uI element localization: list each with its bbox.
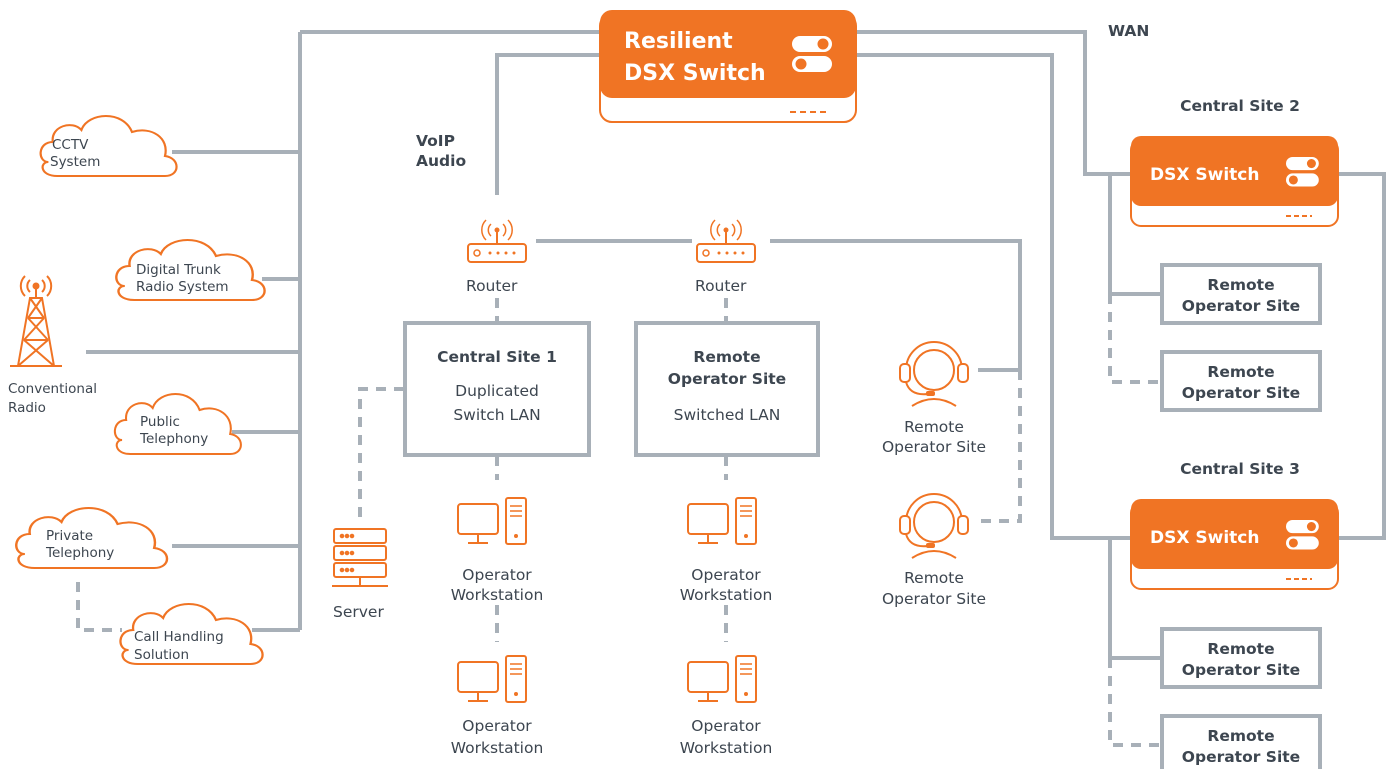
voip-label-line1: VoIP xyxy=(416,132,455,150)
remote-box-3-line2: Operator Site xyxy=(1182,661,1300,679)
resilient-switch-line1: Resilient xyxy=(624,29,733,54)
private-tel-line1: Private xyxy=(46,528,93,544)
dashed-links xyxy=(76,294,1162,747)
workstation-4: Operator Workstation xyxy=(680,655,773,757)
workstation-3-line2: Workstation xyxy=(680,586,773,604)
remote-box-2-line2: Operator Site xyxy=(1182,384,1300,402)
router-2-label: Router xyxy=(695,277,747,295)
router-icon xyxy=(467,219,527,263)
router-2: Router xyxy=(695,219,756,295)
workstation-2-line1: Operator xyxy=(462,717,532,735)
remote-operator-1: Remote Operator Site xyxy=(882,341,986,456)
workstation-3-line1: Operator xyxy=(691,566,761,584)
wan-label: WAN xyxy=(1108,22,1149,40)
remote-box-1-line2: Operator Site xyxy=(1182,297,1300,315)
remote-site-lan-title1: Remote xyxy=(693,348,760,366)
source-private-telephony: Private Telephony xyxy=(15,506,169,570)
server-label: Server xyxy=(333,603,384,621)
workstation-1-line2: Workstation xyxy=(451,586,544,604)
remote-site-lan-box: Remote Operator Site Switched LAN xyxy=(634,321,820,457)
resilient-dsx-switch: Resilient DSX Switch xyxy=(599,10,857,123)
workstation-icon xyxy=(457,497,527,545)
source-digital-trunk: Digital Trunk Radio System xyxy=(115,238,266,302)
dsx-switch-site-3: DSX Switch xyxy=(1130,499,1339,590)
router-1-label: Router xyxy=(466,277,518,295)
remote-box-4-line1: Remote xyxy=(1207,727,1274,745)
source-cctv: CCTV System xyxy=(39,114,178,178)
remote-operator-box-2: Remote Operator Site xyxy=(1160,350,1322,412)
remote-box-1-line1: Remote xyxy=(1207,276,1274,294)
digital-trunk-line1: Digital Trunk xyxy=(136,262,221,278)
router-1: Router xyxy=(466,219,527,295)
workstation-icon xyxy=(457,655,527,703)
remote-operator-1-line2: Operator Site xyxy=(882,438,986,456)
server-icon xyxy=(332,528,388,587)
remote-operator-2-line1: Remote xyxy=(904,569,964,587)
headset-icon xyxy=(899,493,969,559)
central-site-1-line2: Switch LAN xyxy=(453,406,540,424)
headset-icon xyxy=(899,341,969,407)
central-site-1-line1: Duplicated xyxy=(455,382,539,400)
central-site-1-title: Central Site 1 xyxy=(437,348,557,366)
central-site-2-label: Central Site 2 xyxy=(1180,97,1300,115)
remote-operator-box-3: Remote Operator Site xyxy=(1160,627,1322,689)
remote-box-2-line1: Remote xyxy=(1207,363,1274,381)
workstation-icon xyxy=(687,655,757,703)
cctv-line1: CCTV xyxy=(52,137,89,153)
remote-operator-2-line2: Operator Site xyxy=(882,590,986,608)
workstation-3: Operator Workstation xyxy=(680,497,773,604)
conventional-line1: Conventional xyxy=(8,381,97,397)
remote-operator-1-line1: Remote xyxy=(904,418,964,436)
resilient-switch-line2: DSX Switch xyxy=(624,61,766,86)
dsx-switch-2-label: DSX Switch xyxy=(1150,165,1259,185)
remote-box-3-line1: Remote xyxy=(1207,640,1274,658)
source-public-telephony: Public Telephony xyxy=(113,392,242,456)
remote-site-lan-line1: Switched LAN xyxy=(674,406,781,424)
workstation-icon xyxy=(687,497,757,545)
conventional-line2: Radio xyxy=(8,400,46,416)
remote-operator-box-4: Remote Operator Site xyxy=(1160,714,1322,769)
source-conventional-radio: Conventional Radio xyxy=(8,275,97,416)
digital-trunk-line2: Radio System xyxy=(136,279,229,295)
remote-operator-2: Remote Operator Site xyxy=(882,493,986,608)
dsx-switch-3-label: DSX Switch xyxy=(1150,528,1259,548)
call-handling-line1: Call Handling xyxy=(134,629,224,645)
remote-box-4-line2: Operator Site xyxy=(1182,748,1300,766)
cctv-line2: System xyxy=(50,154,100,170)
workstation-2-line2: Workstation xyxy=(451,739,544,757)
workstation-4-line1: Operator xyxy=(691,717,761,735)
call-handling-line2: Solution xyxy=(134,647,189,663)
public-tel-line2: Telephony xyxy=(139,431,208,447)
central-site-1-box: Central Site 1 Duplicated Switch LAN xyxy=(403,321,591,457)
workstation-4-line2: Workstation xyxy=(680,739,773,757)
remote-site-lan-title2: Operator Site xyxy=(668,370,786,388)
source-call-handling: Call Handling Solution xyxy=(119,602,264,666)
voip-label-line2: Audio xyxy=(416,152,466,170)
router-icon xyxy=(696,219,756,263)
central-site-3-label: Central Site 3 xyxy=(1180,460,1300,478)
server: Server xyxy=(332,528,388,621)
workstation-1-line1: Operator xyxy=(462,566,532,584)
public-tel-line1: Public xyxy=(140,414,180,430)
workstation-1: Operator Workstation xyxy=(451,497,544,604)
dsx-switch-site-2: DSX Switch xyxy=(1130,136,1339,227)
workstation-2: Operator Workstation xyxy=(451,655,544,757)
remote-operator-box-1: Remote Operator Site xyxy=(1160,263,1322,325)
private-tel-line2: Telephony xyxy=(45,545,114,561)
radio-tower-icon xyxy=(10,275,62,367)
